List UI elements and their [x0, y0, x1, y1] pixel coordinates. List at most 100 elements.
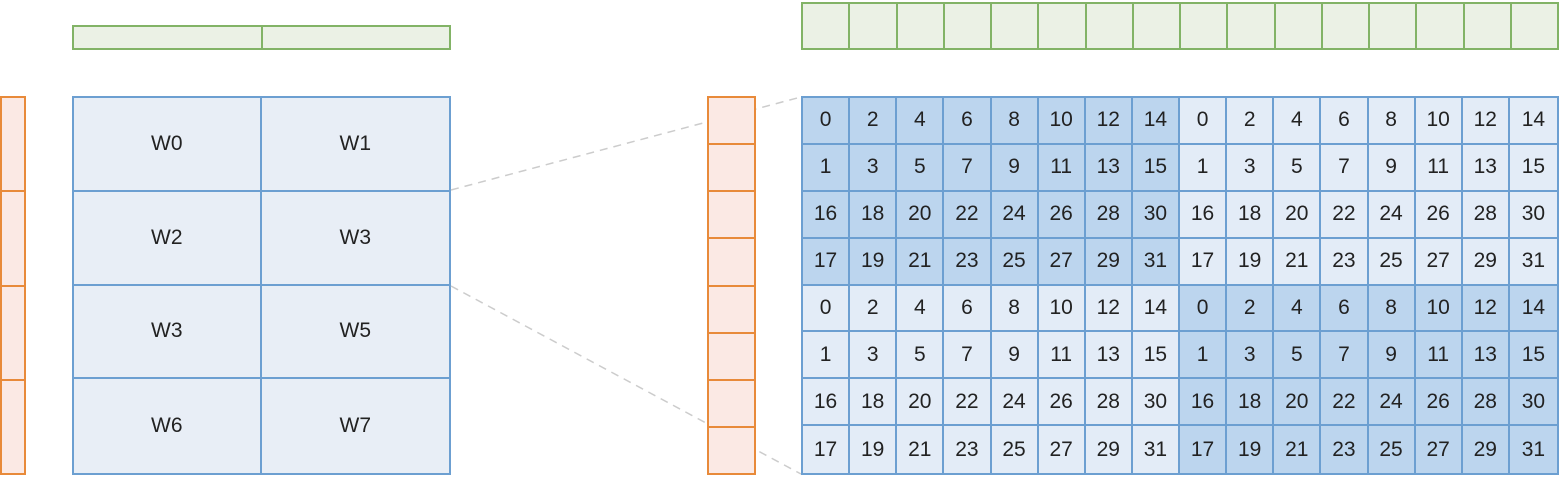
thread-index-cell: 23: [944, 426, 992, 473]
output-vector-segment: [2, 192, 24, 287]
thread-index-cell: 2: [850, 285, 898, 333]
input-vector-segment: [1276, 4, 1323, 48]
thread-index-cell: 18: [1227, 379, 1275, 427]
thread-index-cell: 19: [850, 238, 898, 286]
thread-index-cell: 30: [1509, 379, 1557, 427]
thread-index-cell: 12: [1085, 285, 1133, 333]
thread-index-cell: 26: [1038, 379, 1086, 427]
thread-index-cell: 31: [1509, 238, 1557, 286]
thread-index-cell: 1: [803, 144, 851, 192]
thread-index-cell: 0: [1180, 98, 1228, 145]
thread-index-cell: 31: [1509, 426, 1557, 473]
thread-index-cell: 15: [1132, 144, 1180, 192]
thread-index-cell: 27: [1038, 238, 1086, 286]
thread-index-cell: 6: [944, 98, 992, 145]
thread-index-cell: 11: [1415, 144, 1463, 192]
input-vector-segment: [1228, 4, 1276, 48]
thread-index-cell: 13: [1085, 144, 1133, 192]
input-vector-segment: [992, 4, 1040, 48]
thread-index-cell: 30: [1132, 191, 1180, 239]
thread-index-cell: 7: [1321, 332, 1369, 380]
thread-index-cell: 14: [1509, 98, 1557, 145]
input-vector-segment: [1134, 4, 1181, 48]
thread-index-cell: 12: [1462, 98, 1510, 145]
thread-index-cell: 22: [1321, 191, 1369, 239]
thread-index-cell: 1: [803, 332, 851, 380]
output-vector-segment: [2, 381, 24, 473]
thread-index-cell: 29: [1462, 238, 1510, 286]
output-vector-segment: [2, 287, 24, 381]
thread-index-cell: 21: [1274, 238, 1322, 286]
output-vector-bar-left: [0, 96, 26, 475]
thread-index-cell: 28: [1085, 191, 1133, 239]
thread-index-cell: 20: [1274, 379, 1322, 427]
thread-index-cell: 7: [944, 144, 992, 192]
thread-index-cell: 4: [897, 98, 945, 145]
weight-cell: W3: [74, 285, 262, 380]
thread-index-cell: 21: [1274, 426, 1322, 473]
thread-index-cell: 4: [1274, 98, 1322, 145]
thread-index-cell: 30: [1509, 191, 1557, 239]
thread-index-cell: 1: [1180, 144, 1228, 192]
thread-index-cell: 22: [944, 191, 992, 239]
thread-index-cell: 25: [991, 238, 1039, 286]
thread-index-cell: 20: [897, 191, 945, 239]
input-vector-segment: [850, 4, 898, 48]
thread-index-cell: 30: [1132, 379, 1180, 427]
thread-index-cell: 19: [1227, 238, 1275, 286]
thread-index-cell: 13: [1462, 332, 1510, 380]
thread-index-cell: 8: [1368, 98, 1416, 145]
input-vector-segment: [1039, 4, 1087, 48]
thread-index-cell: 13: [1085, 332, 1133, 380]
thread-index-cell: 3: [1227, 144, 1275, 192]
thread-index-cell: 17: [1180, 426, 1228, 473]
thread-index-cell: 14: [1509, 285, 1557, 333]
weight-block-grid: W0 W1 W2 W3 W3 W5 W6 W7: [72, 96, 451, 475]
thread-index-cell: 26: [1415, 191, 1463, 239]
weight-cell: W1: [261, 98, 449, 192]
thread-index-cell: 17: [803, 238, 851, 286]
thread-index-cell: 10: [1038, 285, 1086, 333]
input-vector-segment: [74, 27, 263, 48]
thread-index-cell: 1: [1180, 332, 1228, 380]
thread-index-cell: 3: [1227, 332, 1275, 380]
thread-index-cell: 21: [897, 426, 945, 473]
thread-index-cell: 27: [1415, 238, 1463, 286]
thread-index-cell: 0: [1180, 285, 1228, 333]
weight-cell: W3: [261, 192, 449, 286]
thread-index-cell: 8: [991, 98, 1039, 145]
thread-index-cell: 17: [803, 426, 851, 473]
thread-index-cell: 7: [1321, 144, 1369, 192]
thread-index-cell: 14: [1132, 98, 1180, 145]
input-vector-segment: [1181, 4, 1229, 48]
thread-index-cell: 24: [991, 379, 1039, 427]
thread-index-cell: 10: [1415, 98, 1463, 145]
thread-index-cell: 31: [1132, 238, 1180, 286]
thread-index-cell: 24: [1368, 379, 1416, 427]
thread-index-cell: 13: [1462, 144, 1510, 192]
thread-index-cell: 14: [1132, 285, 1180, 333]
thread-index-cell: 15: [1509, 144, 1557, 192]
input-vector-segment: [1370, 4, 1418, 48]
thread-index-cell: 6: [944, 285, 992, 333]
thread-index-cell: 29: [1085, 426, 1133, 473]
thread-index-cell: 8: [991, 285, 1039, 333]
thread-index-cell: 24: [1368, 191, 1416, 239]
thread-index-cell: 23: [944, 238, 992, 286]
thread-index-cell: 26: [1415, 379, 1463, 427]
thread-index-cell: 9: [991, 332, 1039, 380]
thread-index-cell: 27: [1415, 426, 1463, 473]
thread-index-cell: 15: [1132, 332, 1180, 380]
thread-index-cell: 16: [803, 191, 851, 239]
output-vector-segment: [709, 98, 754, 146]
thread-index-cell: 9: [991, 144, 1039, 192]
thread-index-cell: 22: [944, 379, 992, 427]
weight-cell: W0: [74, 98, 262, 192]
thread-index-cell: 16: [1180, 379, 1228, 427]
thread-index-cell: 2: [1227, 285, 1275, 333]
output-vector-segment: [709, 381, 754, 428]
input-vector-segment: [1417, 4, 1465, 48]
thread-index-cell: 26: [1038, 191, 1086, 239]
output-vector-bar-expanded: [707, 96, 756, 475]
